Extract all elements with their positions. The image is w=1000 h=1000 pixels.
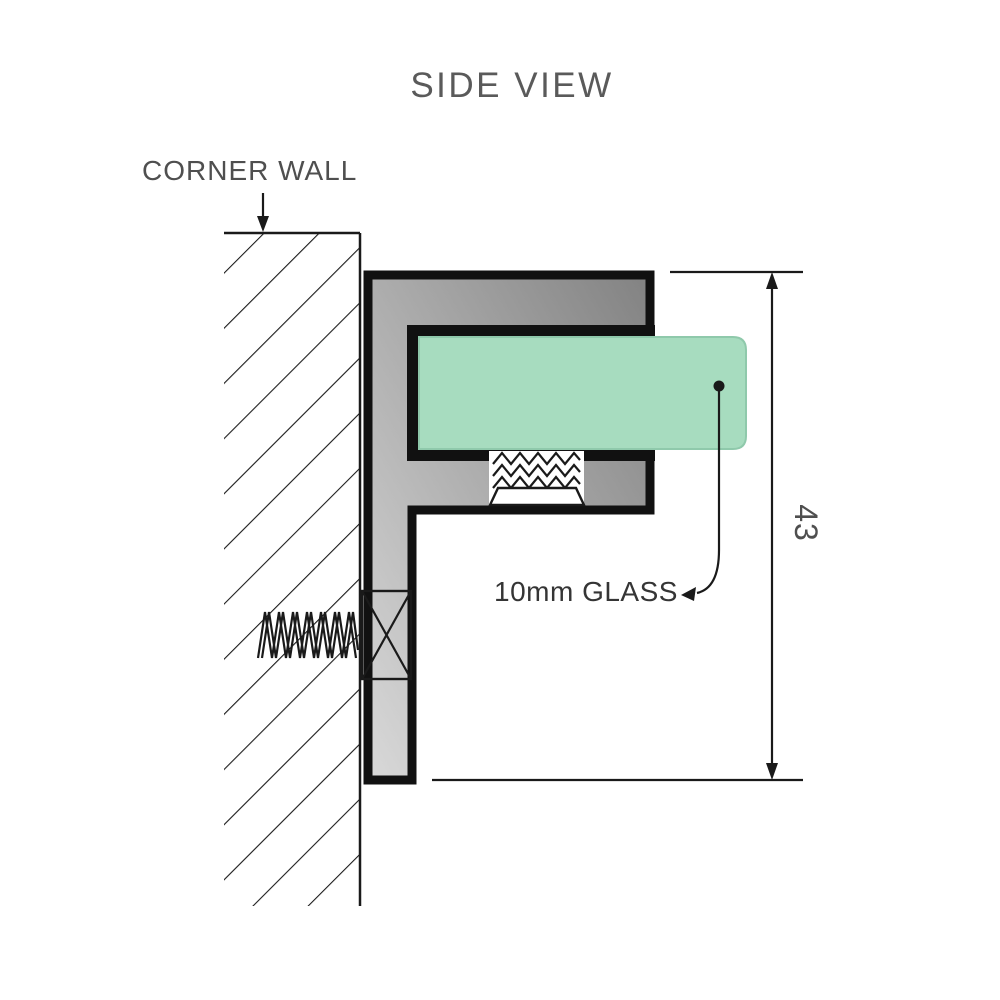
glass-panel xyxy=(418,336,747,450)
glass-leader-arrowhead xyxy=(681,587,696,601)
corner-wall-label: CORNER WALL xyxy=(142,155,357,186)
glass-leader-dot xyxy=(713,380,725,392)
wall-hatching xyxy=(224,234,360,906)
screw-head xyxy=(360,589,413,681)
fixing-screw-threads xyxy=(256,611,360,659)
wall-line xyxy=(224,231,362,906)
dimension-extension-lines xyxy=(432,270,803,782)
dimension-line xyxy=(766,272,778,780)
grub-screw xyxy=(488,451,586,507)
diagram-title: SIDE VIEW xyxy=(410,66,613,105)
glass-leader-line xyxy=(696,391,721,595)
dimension-label: 43 xyxy=(788,504,824,542)
corner-wall-arrow xyxy=(257,193,269,232)
glass-label: 10mm GLASS xyxy=(494,576,678,607)
